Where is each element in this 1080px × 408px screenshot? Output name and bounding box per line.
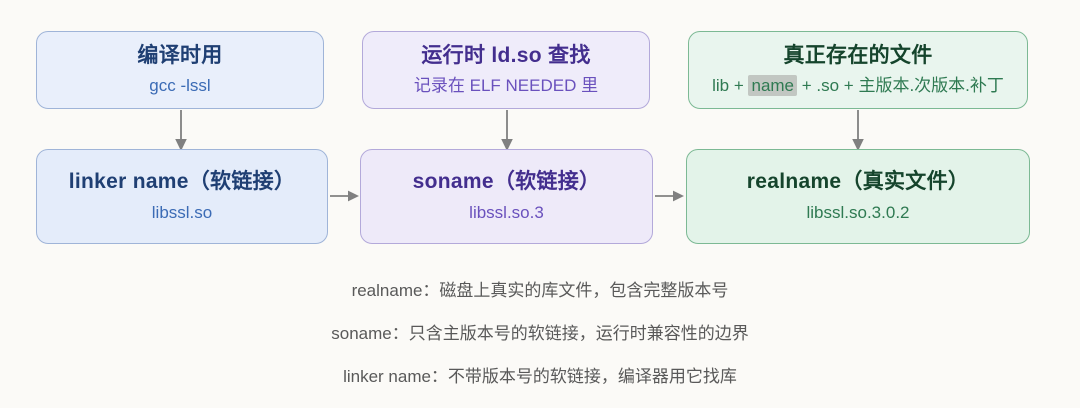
card-realname-title: realname（真实文件） <box>746 170 970 194</box>
arrow-right-soname-to-realname <box>655 188 685 204</box>
arrow-down-compile-to-linker <box>172 110 190 152</box>
legend-captions: realname：磁盘上真实的库文件，包含完整版本号 soname：只含主版本号… <box>0 282 1080 385</box>
arrow-down-realfile-to-realname <box>849 110 867 152</box>
real-file-sub-suffix: + .so + 主版本.次版本.补丁 <box>797 76 1004 96</box>
card-linker-name-subtitle: libssl.so <box>151 202 213 222</box>
card-real-file-subtitle: lib + name + .so + 主版本.次版本.补丁 <box>712 75 1004 97</box>
card-real-file: 真正存在的文件 lib + name + .so + 主版本.次版本.补丁 <box>688 31 1028 109</box>
card-realname-subtitle: libssl.so.3.0.2 <box>806 202 910 222</box>
card-runtime-ldso-subtitle: 记录在 ELF NEEDED 里 <box>413 76 599 96</box>
card-compile-time: 编译时用 gcc -lssl <box>36 31 324 109</box>
real-file-sub-highlight: name <box>748 75 798 97</box>
card-realname: realname（真实文件） libssl.so.3.0.2 <box>686 149 1030 244</box>
caption-linker-name: linker name：不带版本号的软链接，编译器用它找库 <box>343 367 737 386</box>
card-soname-title: soname（软链接） <box>412 170 601 194</box>
card-soname-subtitle: libssl.so.3 <box>469 202 544 222</box>
caption-realname: realname：磁盘上真实的库文件，包含完整版本号 <box>351 281 729 300</box>
arrow-right-linker-to-soname <box>330 188 360 204</box>
card-soname: soname（软链接） libssl.so.3 <box>360 149 653 244</box>
card-compile-time-title: 编译时用 <box>137 43 223 67</box>
card-linker-name: linker name（软链接） libssl.so <box>36 149 328 244</box>
card-real-file-title: 真正存在的文件 <box>783 43 933 67</box>
card-runtime-ldso: 运行时 ld.so 查找 记录在 ELF NEEDED 里 <box>362 31 650 109</box>
card-linker-name-title: linker name（软链接） <box>68 170 296 194</box>
real-file-sub-prefix: lib + <box>712 76 749 96</box>
caption-soname: soname：只含主版本号的软链接，运行时兼容性的边界 <box>331 324 749 343</box>
arrow-down-runtime-to-soname <box>498 110 516 152</box>
card-compile-time-subtitle: gcc -lssl <box>149 76 211 96</box>
card-runtime-ldso-title: 运行时 ld.so 查找 <box>421 43 591 67</box>
